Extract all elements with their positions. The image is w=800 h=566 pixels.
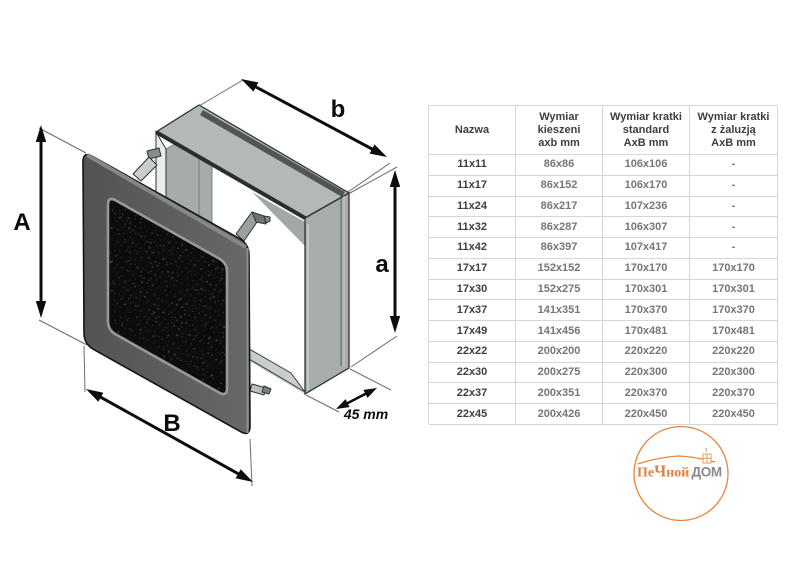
svg-text:ДОМ: ДОМ xyxy=(692,465,722,480)
svg-text:45 mm: 45 mm xyxy=(343,406,388,422)
svg-text:ПеЧной: ПеЧной xyxy=(637,462,689,481)
svg-text:B: B xyxy=(163,410,180,437)
svg-text:a: a xyxy=(375,251,389,278)
svg-text:b: b xyxy=(331,96,346,123)
svg-text:A: A xyxy=(13,209,30,236)
